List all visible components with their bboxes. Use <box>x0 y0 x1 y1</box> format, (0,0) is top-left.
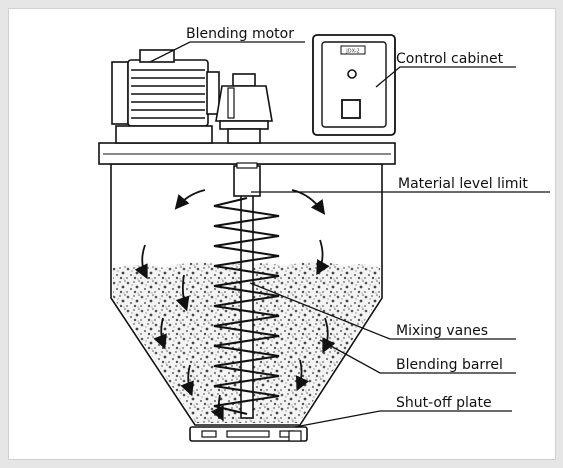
control-switch <box>341 99 361 119</box>
indicator-light <box>347 69 357 79</box>
label-shut-off-plate: Shut-off plate <box>396 395 492 411</box>
control-cabinet: JDX-2 <box>312 34 396 136</box>
label-control-cabinet: Control cabinet <box>396 51 504 67</box>
shaft-sleeve <box>233 165 261 197</box>
flow-arrows <box>134 189 336 422</box>
cabinet-panel-text: JDX-2 <box>345 49 360 55</box>
label-mixing-vanes: Mixing vanes <box>396 323 488 339</box>
label-blending-motor: Blending motor <box>186 26 294 42</box>
gearbox <box>215 73 273 144</box>
shut-off-plate <box>189 426 308 442</box>
blending-motor <box>111 49 220 144</box>
leader-lines <box>149 41 550 428</box>
label-material-level-limit: Material level limit <box>398 176 528 192</box>
label-blending-barrel: Blending barrel <box>396 357 503 373</box>
mixing-vanes <box>213 197 280 415</box>
